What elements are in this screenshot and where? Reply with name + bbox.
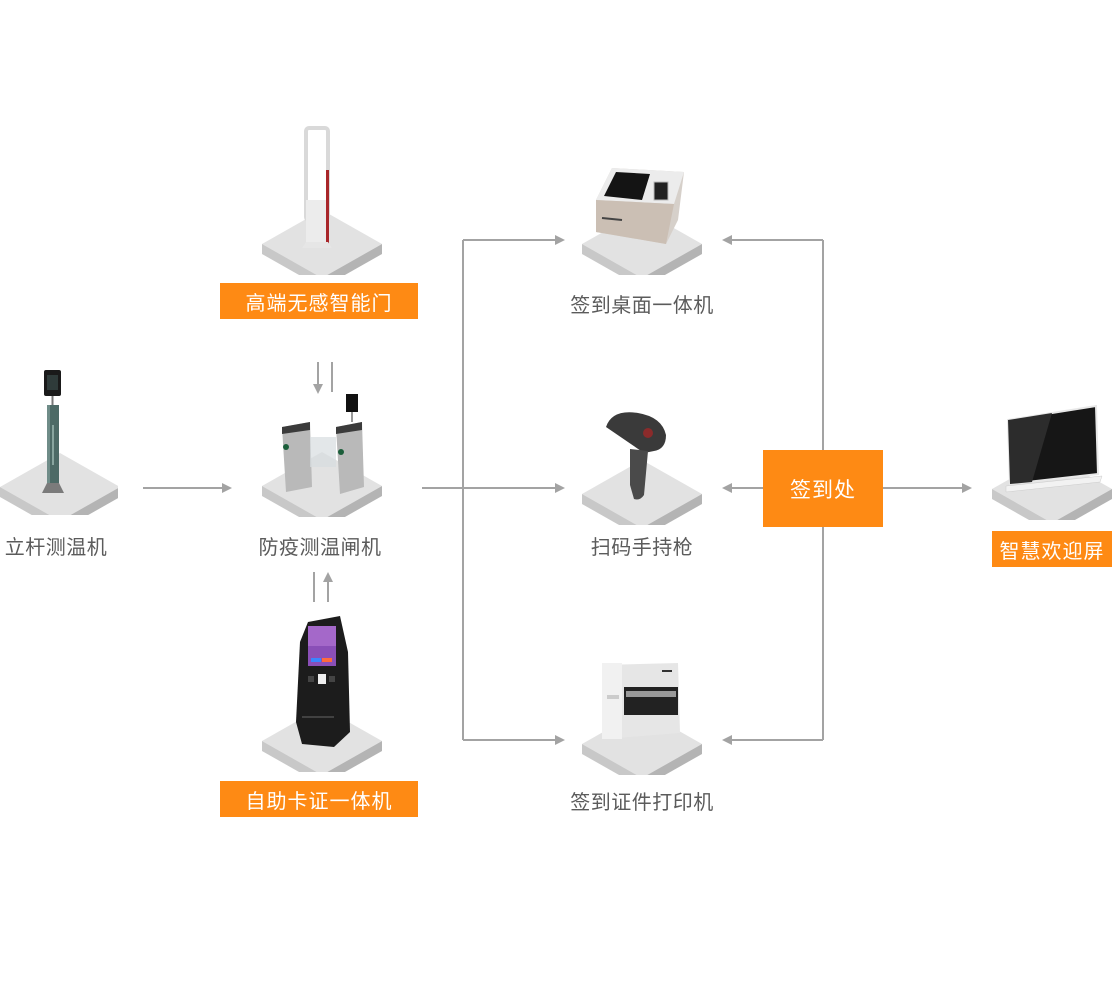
platform-base [582,710,702,775]
platform-base [582,210,702,275]
node-kiosk [262,612,382,772]
node-label: 扫码手持枪 [590,535,694,559]
node-label: 立杆测温机 [4,535,108,559]
node-pole-thermometer [0,365,118,515]
node-smart-door [262,120,382,275]
node-label: 签到证件打印机 [570,790,714,814]
platform-base [992,455,1112,520]
platform-base [262,452,382,517]
security-gate-icon [262,126,382,275]
node-scanner [582,405,702,525]
node-welcome-screen [992,400,1112,520]
node-turnstile [262,392,382,517]
node-label: 防疫测温闸机 [258,535,382,559]
node-badge-printer [582,655,702,775]
pole-thermometer-icon [0,370,118,515]
node-label-highlight: 智慧欢迎屏 [992,531,1112,567]
node-label-highlight: 高端无感智能门 [220,283,418,319]
barcode-scanner-icon [582,412,702,525]
node-label: 签到桌面一体机 [570,293,714,317]
turnstile-icon [262,394,382,517]
printer-icon [582,663,702,775]
desk-terminal-icon [582,168,702,275]
check-in-hub: 签到处 [763,450,883,527]
node-desk-terminal [582,160,702,275]
kiosk-icon [262,616,382,772]
node-label-highlight: 自助卡证一体机 [220,781,418,817]
display-screen-icon [992,404,1112,520]
